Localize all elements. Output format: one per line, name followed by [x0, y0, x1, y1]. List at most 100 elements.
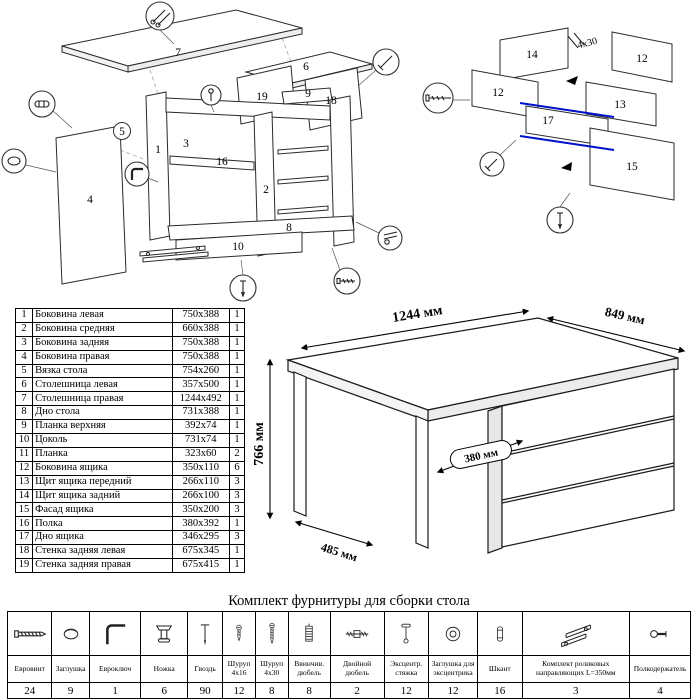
hardware-item-name: Евровинт: [6, 655, 53, 683]
hardware-item-qty: 6: [140, 682, 189, 699]
part-name: Щит ящика задний: [32, 488, 173, 504]
hexkey-icon: [88, 611, 142, 656]
hardware-item-name: Ножка: [140, 655, 189, 683]
part-size: 1244x492: [171, 391, 230, 407]
part-label: 18: [325, 95, 337, 107]
part-label: 10: [232, 241, 244, 253]
part-label: 5: [119, 126, 125, 138]
part-number: 4: [14, 349, 34, 365]
part-label: 9: [305, 88, 311, 100]
part-size: 731x388: [171, 405, 230, 421]
part-qty: 1: [228, 377, 246, 393]
part-size: 675x415: [171, 558, 230, 573]
part-qty: 1: [228, 558, 246, 573]
part-label: 13: [614, 99, 626, 111]
part-qty: 1: [228, 308, 246, 323]
screw-note-glyphs: [567, 32, 585, 49]
part-number: 16: [14, 516, 34, 532]
cap-icon: [51, 611, 90, 656]
eccentric-cap-icon: [427, 611, 479, 656]
part-size: 266x110: [171, 474, 230, 490]
part-number: 11: [14, 446, 34, 462]
screw-small-icon: [222, 611, 256, 656]
drawer-side-right: [611, 31, 673, 83]
hardware-icons-row: [6, 611, 691, 656]
part-size: 750x388: [171, 349, 230, 365]
assembly-arrows: [561, 76, 578, 171]
desk-dimension-drawing: 1244 мм 849 мм 766 мм 380 мм 485 мм: [252, 303, 686, 564]
part-name: Боковина средняя: [32, 321, 173, 337]
euroscrew-icon: [6, 611, 53, 656]
callout-icons: [425, 94, 563, 230]
part-number: 3: [14, 335, 34, 351]
part-number: 19: [14, 558, 34, 573]
part-name: Дно стола: [32, 405, 173, 421]
part-name: Цоколь: [32, 433, 173, 448]
part-label: 7: [175, 47, 181, 59]
part-number: 7: [14, 391, 34, 407]
callout-leaders: [25, 29, 380, 276]
screw-icon: [557, 212, 563, 230]
screw-dowel-icon: [287, 611, 331, 656]
part-name: Боковина левая: [32, 308, 173, 323]
part-name: Стенка задняя правая: [32, 558, 173, 573]
side-panel-standalone: [55, 125, 127, 285]
hardware-item-qty: 12: [222, 682, 256, 699]
tabletop-right-panel: [61, 9, 303, 73]
part-qty: 1: [228, 433, 246, 448]
part-number: 2: [14, 321, 34, 337]
part-size: 357x500: [171, 377, 230, 393]
part-size: 731x74: [171, 433, 230, 448]
part-name: Полка: [32, 516, 173, 532]
left-leg-panel: [293, 371, 307, 517]
dowel-icon: [477, 611, 523, 656]
part-name: Столешница левая: [32, 377, 173, 393]
drawer-unit-side: [487, 405, 503, 554]
exploded-view-desk: 7 6 19 18 9 5 3 16 1 2 4 8 10: [1, 1, 403, 302]
part-size: 323x60: [171, 446, 230, 462]
part-number: 12: [14, 460, 34, 476]
part-label: 17: [542, 115, 554, 127]
leg-icon: [140, 611, 189, 656]
part-size: 350x110: [171, 460, 230, 476]
part-qty: 1: [228, 349, 246, 365]
hardware-kit-title: Комплект фурнитуры для сборки стола: [228, 593, 470, 609]
part-qty: 3: [228, 502, 246, 518]
drawer-facade: [589, 127, 675, 201]
shelf-pin-icon: [629, 611, 691, 656]
part-name: Стенка задняя левая: [32, 544, 173, 560]
part-size: 675x345: [171, 544, 230, 560]
screw-size-note: 4x30: [576, 36, 598, 52]
hardware-item-name: Шкант: [477, 655, 523, 683]
part-label: 15: [626, 161, 638, 173]
roller-guide-icon: [383, 231, 398, 245]
hardware-item-qty: 90: [187, 682, 224, 699]
part-name: Вязка стола: [32, 363, 173, 379]
part-number: 8: [14, 405, 34, 421]
part-qty: 3: [228, 488, 246, 504]
part-qty: 1: [228, 335, 246, 351]
hardware-item-qty: 1: [88, 682, 142, 699]
hardware-item-name: Ввинчив. дюбель: [287, 655, 331, 683]
part-name: Щит ящика передний: [32, 474, 173, 490]
side-panel-left: [145, 91, 171, 241]
callout-icons: [7, 9, 398, 298]
hardware-item-name: Полкодержатель: [629, 655, 691, 683]
part-number: 1: [14, 308, 34, 323]
part-qty: 2: [228, 446, 246, 462]
